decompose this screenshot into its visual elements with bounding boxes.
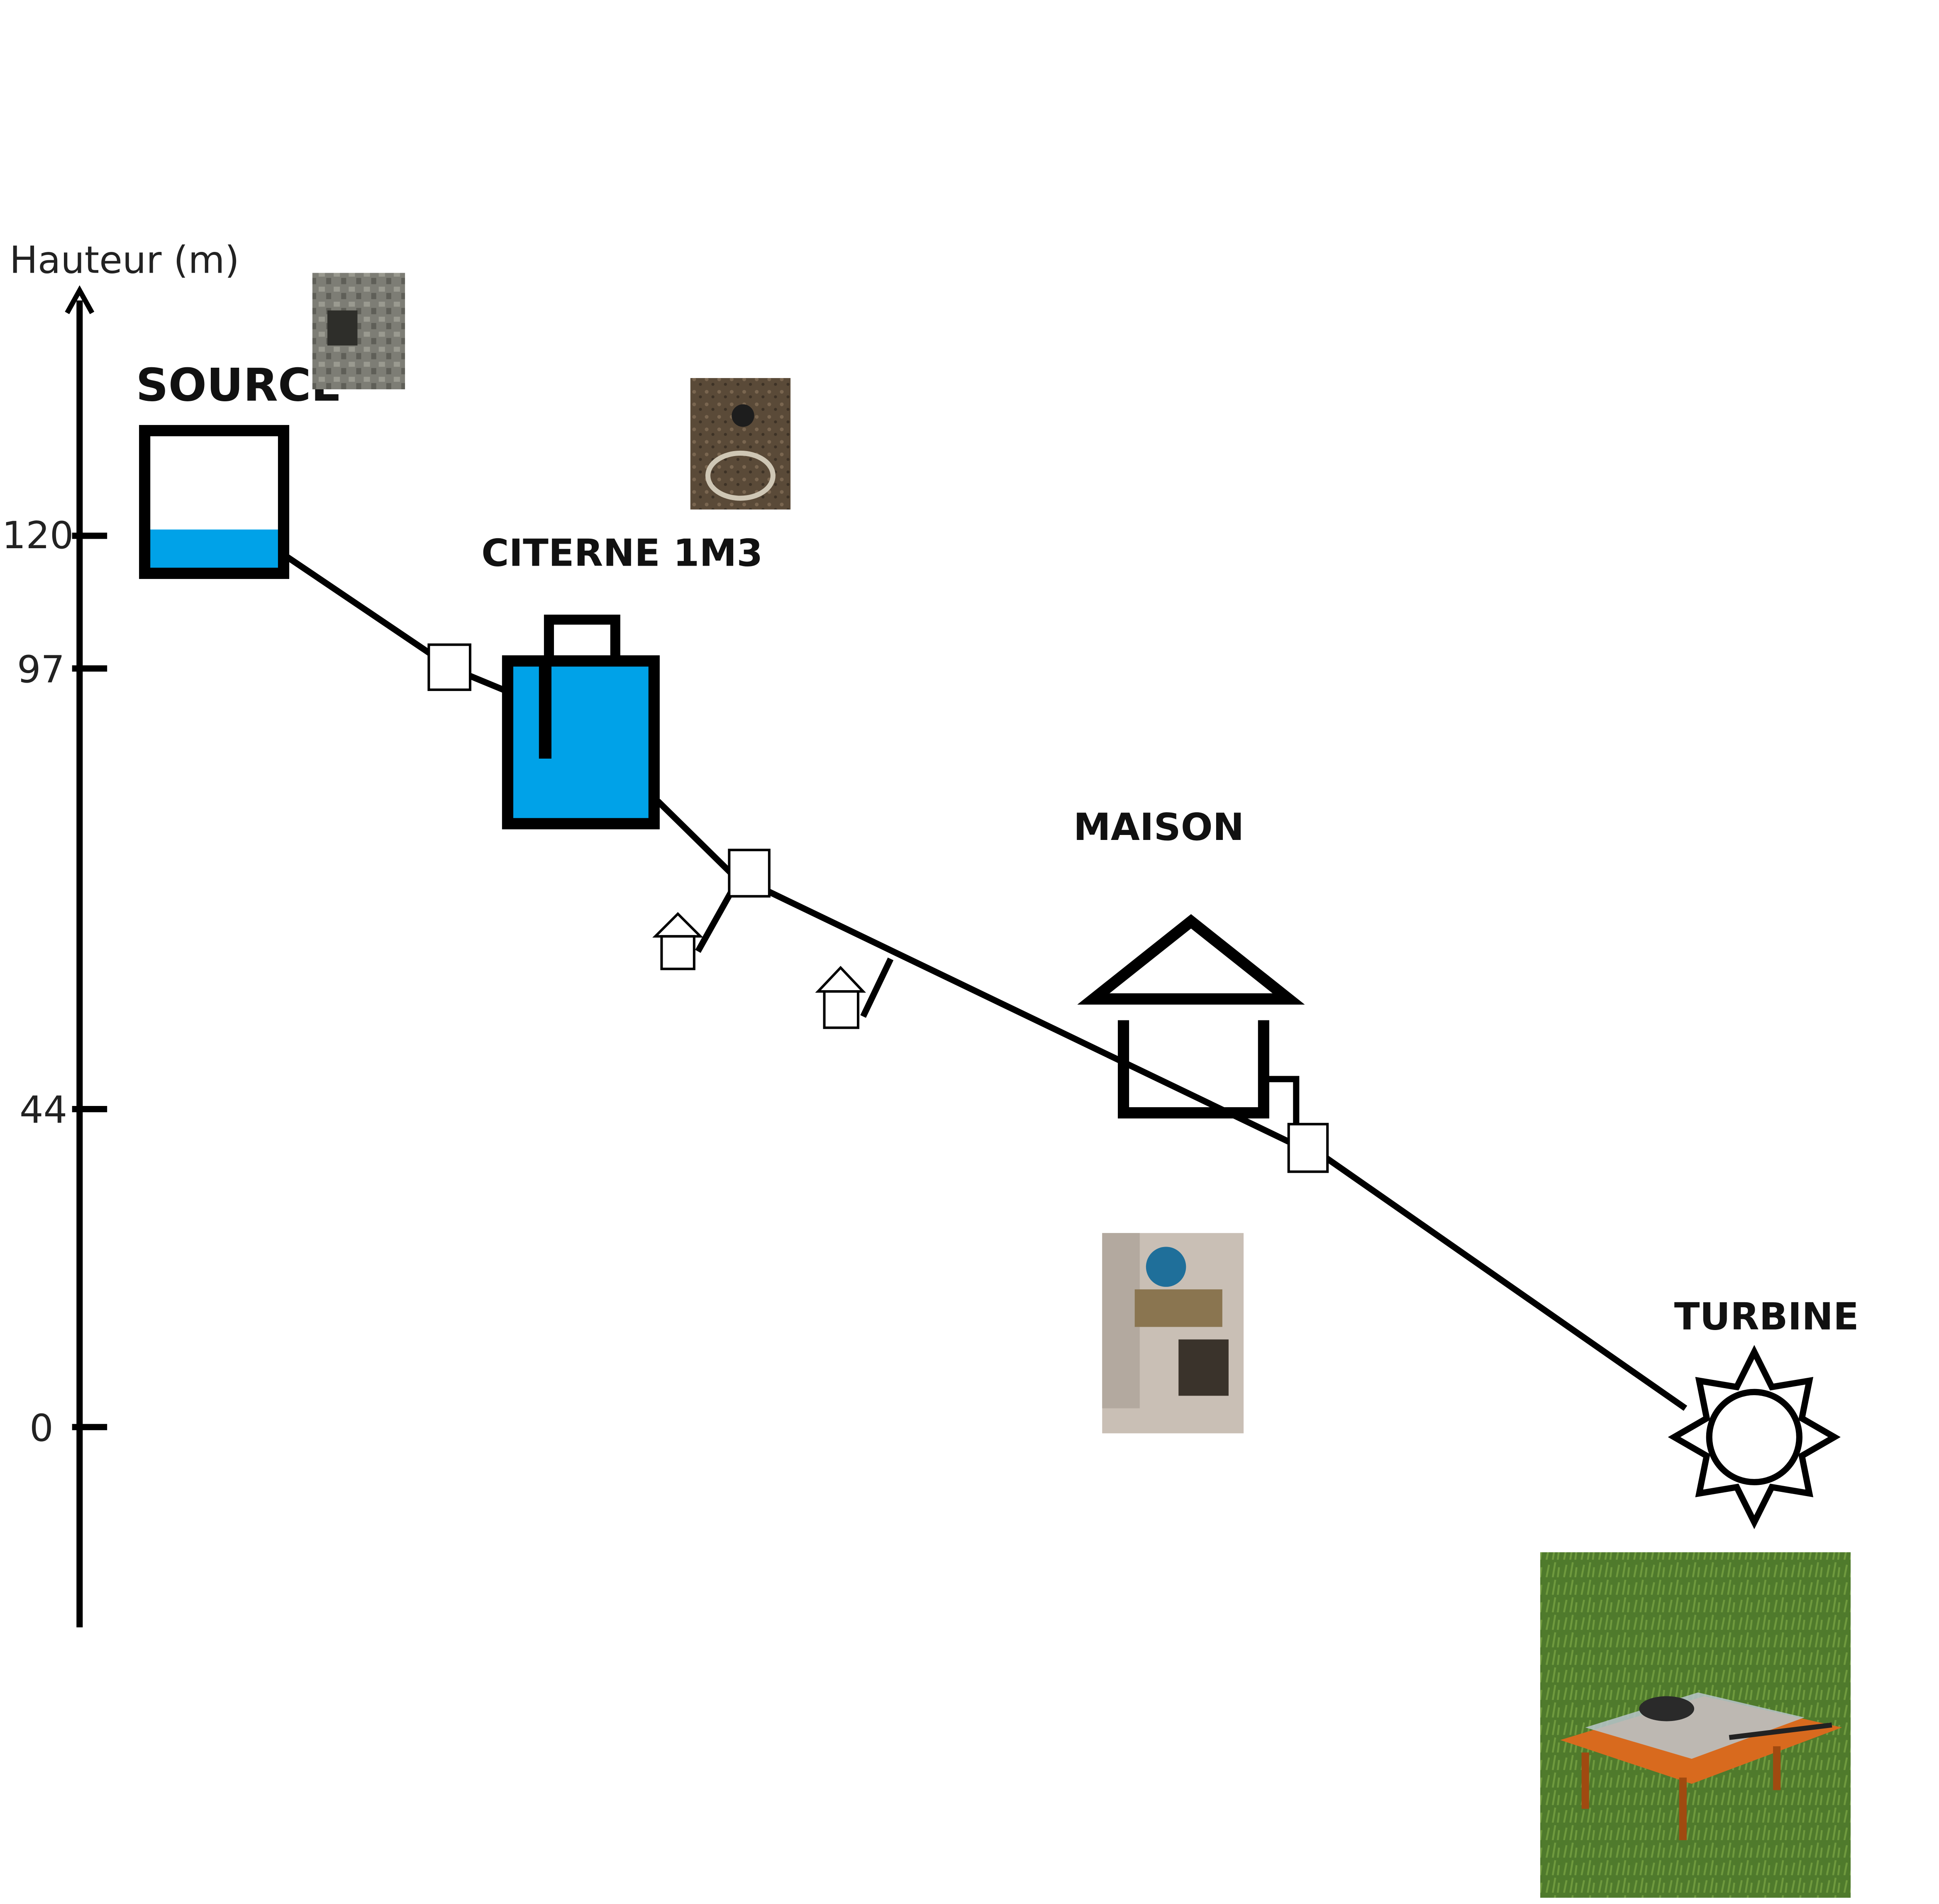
tank-icon	[139, 425, 290, 579]
maison-label: MAISON	[1073, 806, 1244, 849]
turbine-icon	[1668, 1345, 1841, 1529]
turbine-photo	[1540, 1552, 1851, 1898]
axis-arrow-icon	[65, 285, 95, 315]
maison-photo	[1102, 1233, 1244, 1433]
valve-icon	[728, 849, 771, 898]
pipe	[285, 554, 1688, 1411]
outlet-icon	[815, 966, 866, 1029]
house-icon	[1077, 914, 1305, 1119]
axis-tick-label-44: 44	[20, 1089, 67, 1132]
cistern-icon	[502, 615, 660, 830]
axis-tick-label-0: 0	[29, 1406, 54, 1450]
outlet-icon	[652, 912, 704, 970]
axis-tick-label-120: 120	[2, 514, 74, 557]
citerne-photo	[690, 378, 791, 510]
source-label: SOURCE	[136, 359, 342, 411]
height-axis: Hauteur (m) 120 97 44 0	[2, 239, 239, 1628]
valve-icon	[427, 643, 471, 691]
turbine-label: TURBINE	[1674, 1295, 1859, 1338]
source-photo	[312, 273, 405, 390]
axis-title: Hauteur (m)	[10, 239, 239, 282]
citerne-label: CITERNE 1M3	[481, 531, 763, 575]
axis-tick-label-97: 97	[17, 648, 65, 691]
valve-icon	[1287, 1123, 1329, 1173]
